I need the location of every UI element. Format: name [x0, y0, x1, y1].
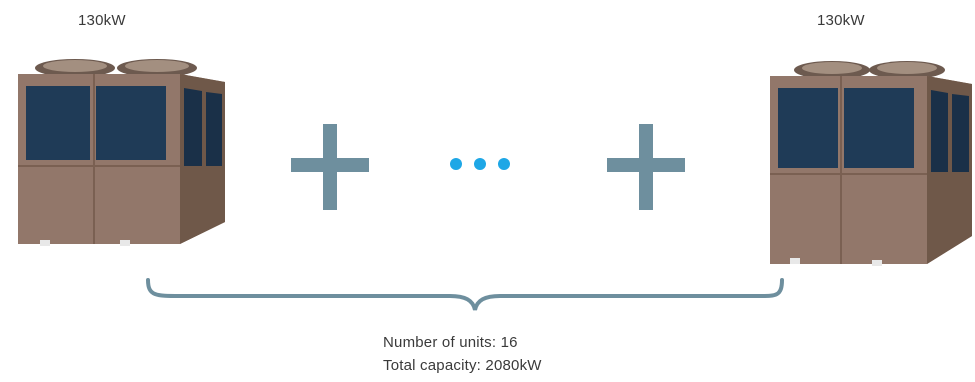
plus-icon — [607, 124, 685, 210]
unit-capacity-label-right: 130kW — [817, 12, 865, 29]
chiller-unit-icon — [10, 54, 235, 254]
dot — [498, 158, 510, 170]
dot — [474, 158, 486, 170]
dot — [450, 158, 462, 170]
total-capacity-text: Total capacity: 2080kW — [383, 357, 542, 374]
plus-icon — [291, 124, 369, 210]
chiller-unit-icon — [762, 54, 975, 270]
unit-capacity-label-left: 130kW — [78, 12, 126, 29]
number-of-units-text: Number of units: 16 — [383, 334, 518, 351]
ellipsis-icon — [450, 158, 514, 172]
curly-brace-icon — [140, 278, 790, 314]
